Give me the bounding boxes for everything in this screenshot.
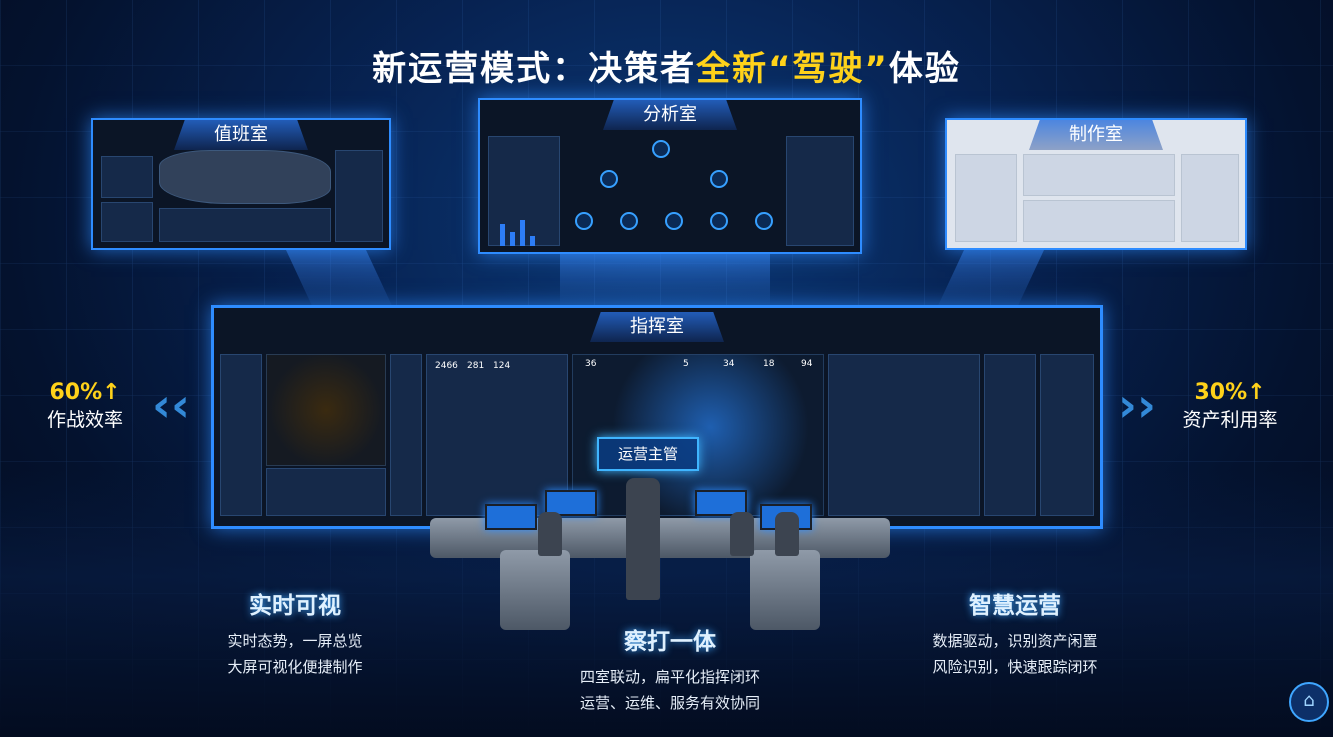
- analysis-node: [620, 212, 638, 230]
- monitor: [485, 504, 537, 530]
- analysis-bar: [520, 220, 525, 246]
- chevron-left-icon: ‹‹: [152, 378, 190, 432]
- feature-line: 大屏可视化便捷制作: [227, 658, 363, 676]
- command-number: 5: [683, 359, 689, 369]
- command-map-panel: 2466 281 124: [426, 354, 568, 516]
- feature-smart-ops: 智慧运营 数据驱动，识别资产闲置 风险识别，快速跟踪闭环: [910, 586, 1120, 680]
- control-console: [430, 478, 890, 640]
- stat-left-label: 作战效率: [46, 409, 123, 431]
- command-number: 281: [467, 361, 485, 371]
- duty-gauge-panel: [101, 156, 153, 198]
- analysis-node: [755, 212, 773, 230]
- analysis-bar: [510, 232, 515, 246]
- stat-right-label: 资产利用率: [1182, 409, 1278, 431]
- title-part1: 新运营模式：决策者: [372, 48, 697, 89]
- duty-map: [159, 150, 331, 204]
- standing-operator: [626, 478, 660, 600]
- beam-center: [560, 250, 770, 310]
- command-gauge-column: [390, 354, 422, 516]
- duty-room-label: 值班室: [174, 120, 308, 150]
- analysis-right-panel: [786, 136, 854, 246]
- stat-left-value: 60%↑: [49, 380, 121, 405]
- command-number: 2466: [435, 361, 458, 371]
- analysis-room-label: 分析室: [603, 100, 737, 130]
- command-topology-panel: [828, 354, 980, 516]
- duty-table: [159, 208, 331, 242]
- page-title: 新运营模式：决策者全新“驾驶”体验: [0, 41, 1333, 90]
- command-table-left: [266, 468, 386, 516]
- seated-operator: [730, 512, 754, 556]
- analysis-bar: [530, 236, 535, 246]
- feature-heading: 实时可视: [249, 593, 341, 619]
- home-icon[interactable]: ⌂: [1289, 682, 1329, 722]
- stat-right-value: 30%↑: [1194, 380, 1266, 405]
- feature-heading: 察打一体: [624, 629, 716, 655]
- duty-room-screen: 值班室: [91, 118, 391, 250]
- command-radar-panel: [266, 354, 386, 466]
- title-part2: 体验: [888, 48, 961, 89]
- feature-line: 四室联动，扁平化指挥闭环: [579, 668, 760, 686]
- monitor: [695, 490, 747, 516]
- analysis-node: [575, 212, 593, 230]
- command-list-panel: [1040, 354, 1094, 516]
- feature-line: 风险识别，快速跟踪闭环: [932, 658, 1098, 676]
- production-room-screen: 制作室: [945, 118, 1247, 250]
- duty-line-panel: [101, 202, 153, 242]
- command-kpi-panel: [984, 354, 1036, 516]
- feature-realtime: 实时可视 实时态势，一屏总览 大屏可视化便捷制作: [195, 586, 395, 680]
- seated-operator: [775, 512, 799, 556]
- chevron-right-icon: ››: [1118, 378, 1156, 432]
- analysis-bar: [500, 224, 505, 246]
- feature-line: 实时态势，一屏总览: [227, 632, 363, 650]
- operator-tag: 运营主管: [597, 437, 699, 471]
- seated-operator: [538, 512, 562, 556]
- command-number: 94: [801, 359, 813, 369]
- stat-right: 30%↑ 资产利用率: [1165, 380, 1295, 432]
- production-sidebar: [955, 154, 1017, 242]
- command-number: 34: [723, 359, 735, 369]
- feature-heading: 智慧运营: [969, 593, 1061, 619]
- console-pedestal-left: [500, 550, 570, 630]
- production-props-panel: [1181, 154, 1239, 242]
- analysis-node: [665, 212, 683, 230]
- analysis-node: [600, 170, 618, 188]
- feature-line: 运营、运维、服务有效协同: [579, 694, 760, 712]
- command-number: 36: [585, 359, 597, 369]
- console-pedestal-right: [750, 550, 820, 630]
- command-number: 124: [493, 361, 511, 371]
- production-flow-panel: [1023, 154, 1175, 196]
- duty-side-panel: [335, 150, 383, 242]
- analysis-node: [710, 212, 728, 230]
- stat-left: 60%↑ 作战效率: [30, 380, 140, 432]
- analysis-node: [710, 170, 728, 188]
- monitor: [545, 490, 597, 516]
- production-table: [1023, 200, 1175, 242]
- title-highlight: 全新“驾驶”: [696, 48, 889, 89]
- command-left-column: [220, 354, 262, 516]
- analysis-room-screen: 分析室: [478, 98, 862, 254]
- feature-integration: 察打一体 四室联动，扁平化指挥闭环 运营、运维、服务有效协同: [545, 622, 795, 716]
- production-room-label: 制作室: [1029, 120, 1163, 150]
- analysis-node: [652, 140, 670, 158]
- command-number: 18: [763, 359, 775, 369]
- command-room-label: 指挥室: [590, 312, 724, 342]
- feature-line: 数据驱动，识别资产闲置: [932, 632, 1098, 650]
- command-room-screen: 指挥室 2466 281 124 36 5 34 18 94: [211, 305, 1103, 529]
